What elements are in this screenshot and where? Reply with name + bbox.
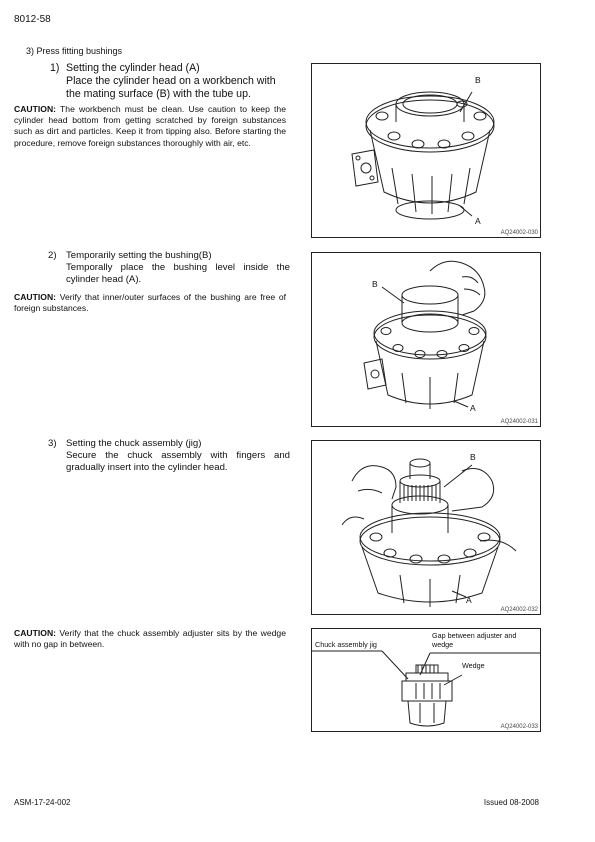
caution-1: CAUTION: The workbench must be clean. Us… <box>14 104 286 149</box>
step-3-number: 3) <box>48 438 57 449</box>
fig1-code: AQ24002-030 <box>500 230 538 236</box>
fig2-code: AQ24002-031 <box>500 419 538 425</box>
caution-1-label: CAUTION: <box>14 104 57 114</box>
bushing-drawing <box>363 260 487 409</box>
figure-adjuster-wedge: Chuck assembly jig Gap between adjuster … <box>311 628 541 732</box>
fig4-chuck-label: Chuck assembly jig <box>315 640 377 649</box>
step-3-text: Secure the chuck assembly with fingers a… <box>66 450 290 473</box>
fig3-label-b: B <box>470 452 476 462</box>
adjuster-wedge-drawing <box>312 650 540 727</box>
step-1-number: 1) <box>50 62 60 74</box>
chuck-assembly-drawing <box>341 458 517 607</box>
section-title: 3) Press fitting bushings <box>26 46 123 56</box>
fig1-label-b: B <box>475 75 481 85</box>
fig2-label-b: B <box>372 279 378 289</box>
caution-3-text: Verify that the chuck assembly adjuster … <box>14 628 286 650</box>
fig3-label-a: A <box>466 595 472 605</box>
fig3-code: AQ24002-032 <box>500 607 538 613</box>
caution-2-label: CAUTION: <box>14 292 57 302</box>
step-2-number: 2) <box>48 250 57 261</box>
step-1-title: Setting the cylinder head (A) <box>66 62 200 74</box>
step-2-title: Temporarily setting the bushing(B) <box>66 250 212 261</box>
figure-cylinder-head: B A AQ24002-030 <box>311 63 541 238</box>
caution-1-text: The workbench must be clean. Use caution… <box>14 104 286 148</box>
step-3-title: Setting the chuck assembly (jig) <box>66 438 202 449</box>
step-1-line2: the mating surface (B) with the tube up. <box>66 88 251 100</box>
step-1-line1: Place the cylinder head on a workbench w… <box>66 75 276 87</box>
caution-2-text: Verify that inner/outer surfaces of the … <box>14 292 286 314</box>
cylinder-head-drawing <box>351 91 495 220</box>
caution-2: CAUTION: Verify that inner/outer surface… <box>14 292 286 314</box>
figure-chuck-assembly: B A AQ24002-032 <box>311 440 541 615</box>
fig4-gap-label-1: Gap between adjuster and <box>432 631 517 640</box>
figure-bushing-set: B A AQ24002-031 <box>311 252 541 427</box>
caution-3: CAUTION: Verify that the chuck assembly … <box>14 628 286 650</box>
footer-doc-id: ASM-17-24-002 <box>14 798 71 807</box>
fig4-wedge-label: Wedge <box>462 661 485 670</box>
fig1-label-a: A <box>475 216 481 226</box>
step-2-text: Temporally place the bushing level insid… <box>66 262 290 285</box>
fig2-label-a: A <box>470 403 476 413</box>
footer-issued: Issued 08-2008 <box>483 798 539 807</box>
caution-3-label: CAUTION: <box>14 628 57 638</box>
page-number: 8012-58 <box>14 14 51 25</box>
fig4-gap-label-2: wedge <box>432 640 454 649</box>
fig4-code: AQ24002-033 <box>500 724 538 730</box>
